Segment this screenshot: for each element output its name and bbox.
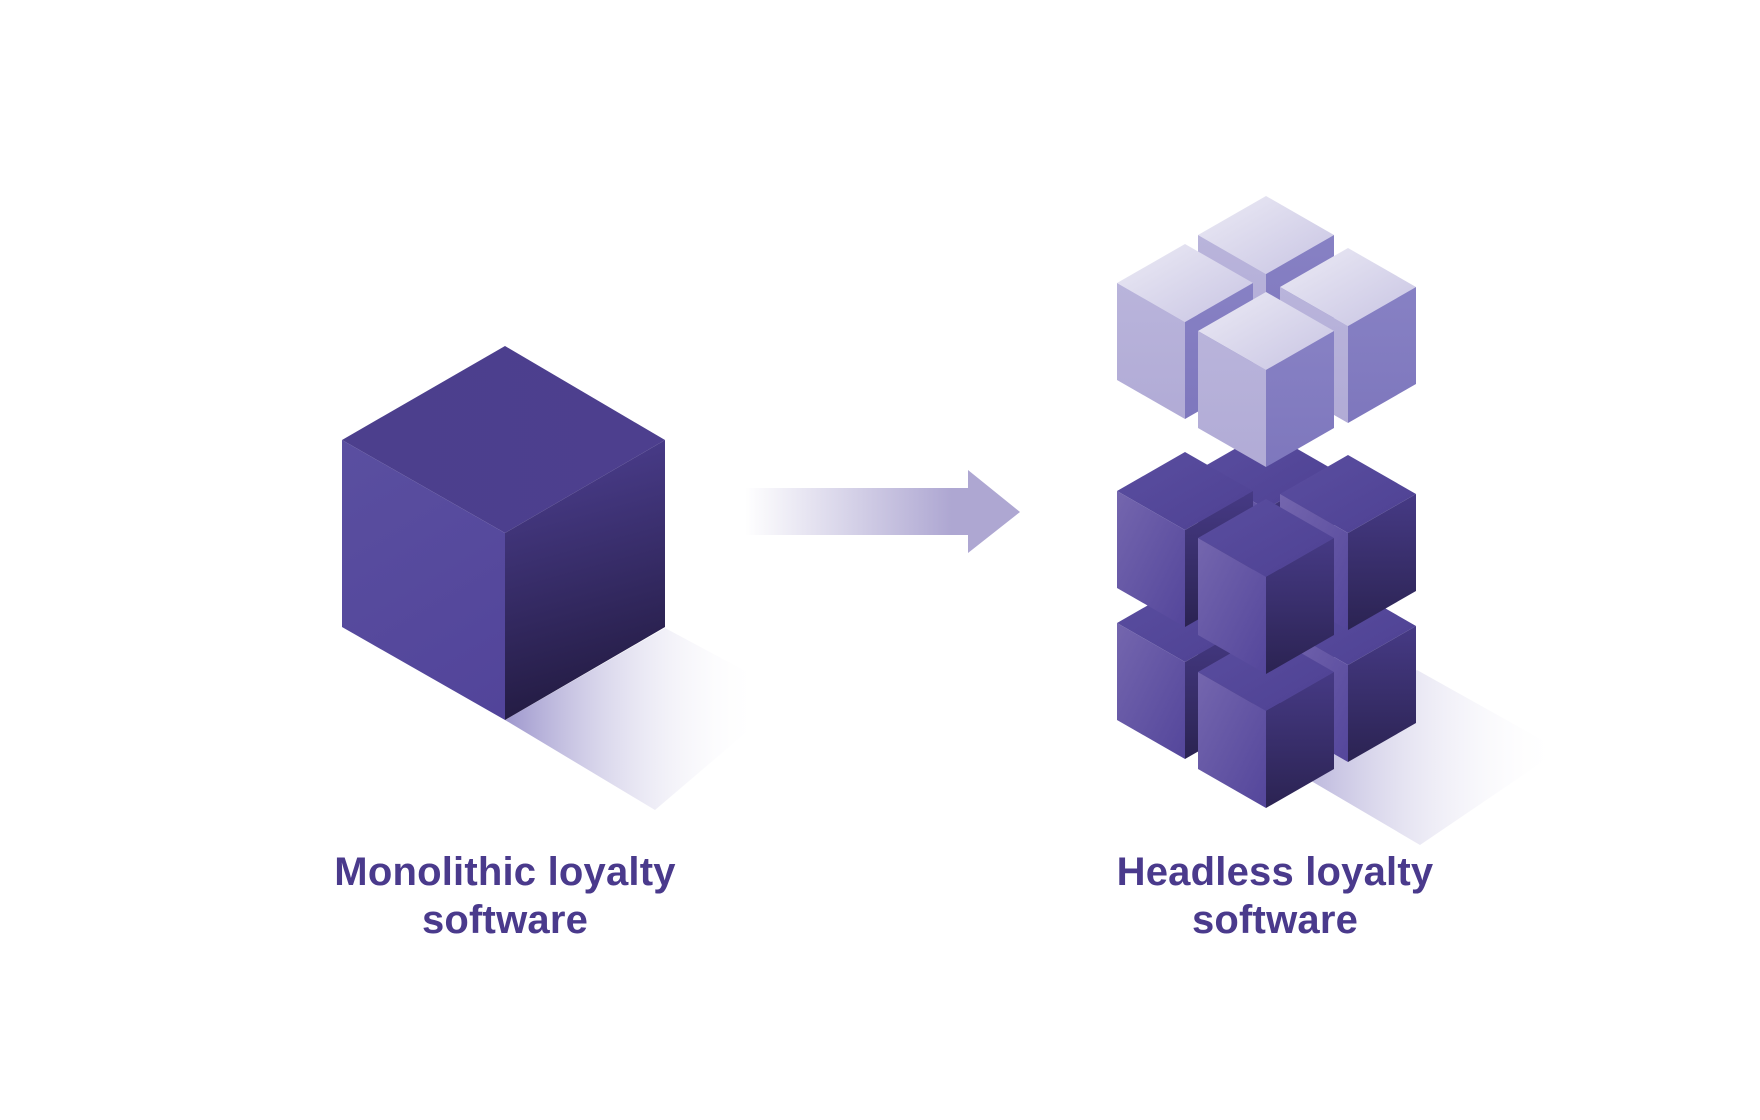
dark-module-middle-front xyxy=(1198,499,1334,674)
cube-right-face xyxy=(505,440,665,720)
single-cube-icon xyxy=(342,346,665,720)
headless-caption-line1: Headless loyalty xyxy=(1116,850,1434,894)
cube-right-face xyxy=(1266,538,1334,674)
modules-group xyxy=(1117,196,1560,845)
cube-right-face xyxy=(1348,287,1416,423)
monolithic-caption: Monolithic loyalty software xyxy=(225,848,785,944)
cube-left-face xyxy=(1117,623,1185,759)
cube-left-face xyxy=(342,440,505,720)
monolithic-caption-line1: Monolithic loyalty xyxy=(334,850,676,894)
cube-right-face xyxy=(1348,494,1416,630)
cube-left-face xyxy=(1198,672,1266,808)
arrow-shape xyxy=(745,470,1020,553)
cube-left-face xyxy=(1198,331,1266,467)
monolithic-caption-line2: software xyxy=(421,898,589,942)
cube-right-face xyxy=(1348,626,1416,762)
cube-right-face xyxy=(1266,672,1334,808)
headless-caption: Headless loyalty software xyxy=(995,848,1555,944)
monolith-shadow xyxy=(505,628,790,810)
cube-left-face xyxy=(1117,491,1185,627)
light-module-front xyxy=(1198,292,1334,467)
cube-left-face xyxy=(1198,538,1266,674)
cube-top-face xyxy=(342,346,665,533)
headless-caption-line2: software xyxy=(1191,898,1359,942)
cube-left-face xyxy=(1117,283,1185,419)
cube-right-face xyxy=(1266,331,1334,467)
right-arrow-icon xyxy=(745,470,1020,553)
monolith-group xyxy=(342,346,790,810)
stacked-modular-cubes-icon xyxy=(1117,196,1416,808)
